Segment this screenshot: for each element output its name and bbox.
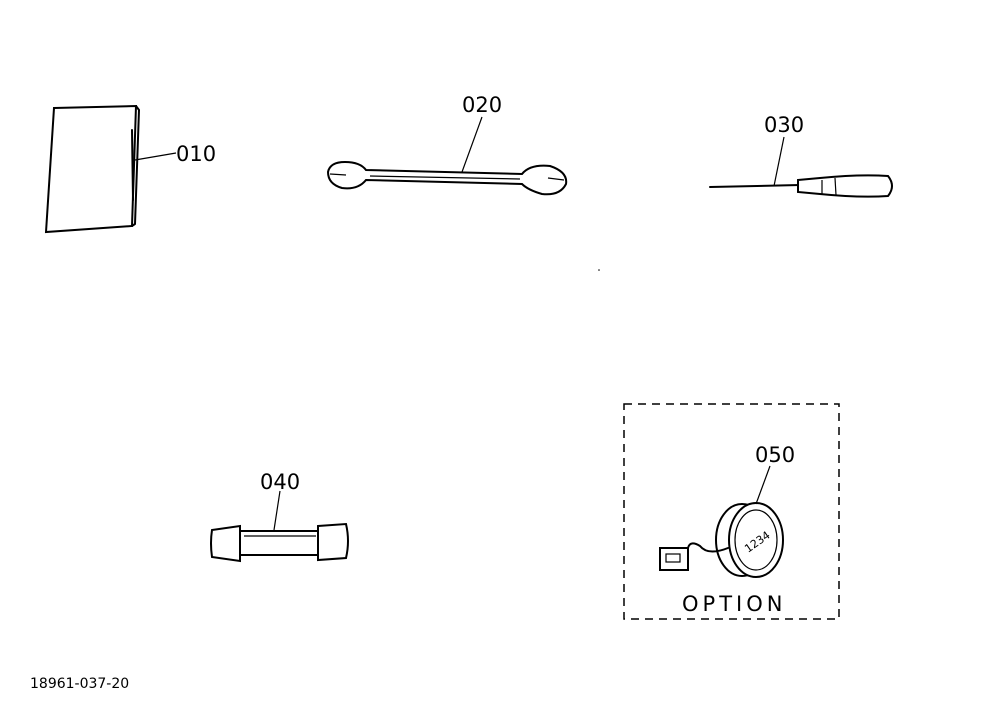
- part-label-050: 050: [755, 443, 795, 467]
- speck: [598, 269, 600, 271]
- leader-line-030: [773, 136, 785, 187]
- leader-line-010: [134, 152, 177, 161]
- option-label: OPTION: [682, 592, 786, 616]
- part-label-010: 010: [176, 142, 216, 166]
- manual-booklet-icon: [44, 104, 140, 234]
- leader-line-040: [273, 490, 281, 531]
- screwdriver-icon: [709, 174, 893, 198]
- fuse-icon: [210, 522, 349, 563]
- reference-code: 18961-037-20: [30, 676, 129, 692]
- hour-meter-gauge-icon: 1234: [659, 502, 784, 578]
- part-label-030: 030: [764, 113, 804, 137]
- part-label-040: 040: [260, 470, 300, 494]
- option-box: [623, 403, 840, 620]
- part-label-020: 020: [462, 93, 502, 117]
- open-end-wrench-icon: [326, 160, 568, 196]
- leader-line-050: [755, 465, 771, 505]
- leader-line-020: [461, 116, 483, 173]
